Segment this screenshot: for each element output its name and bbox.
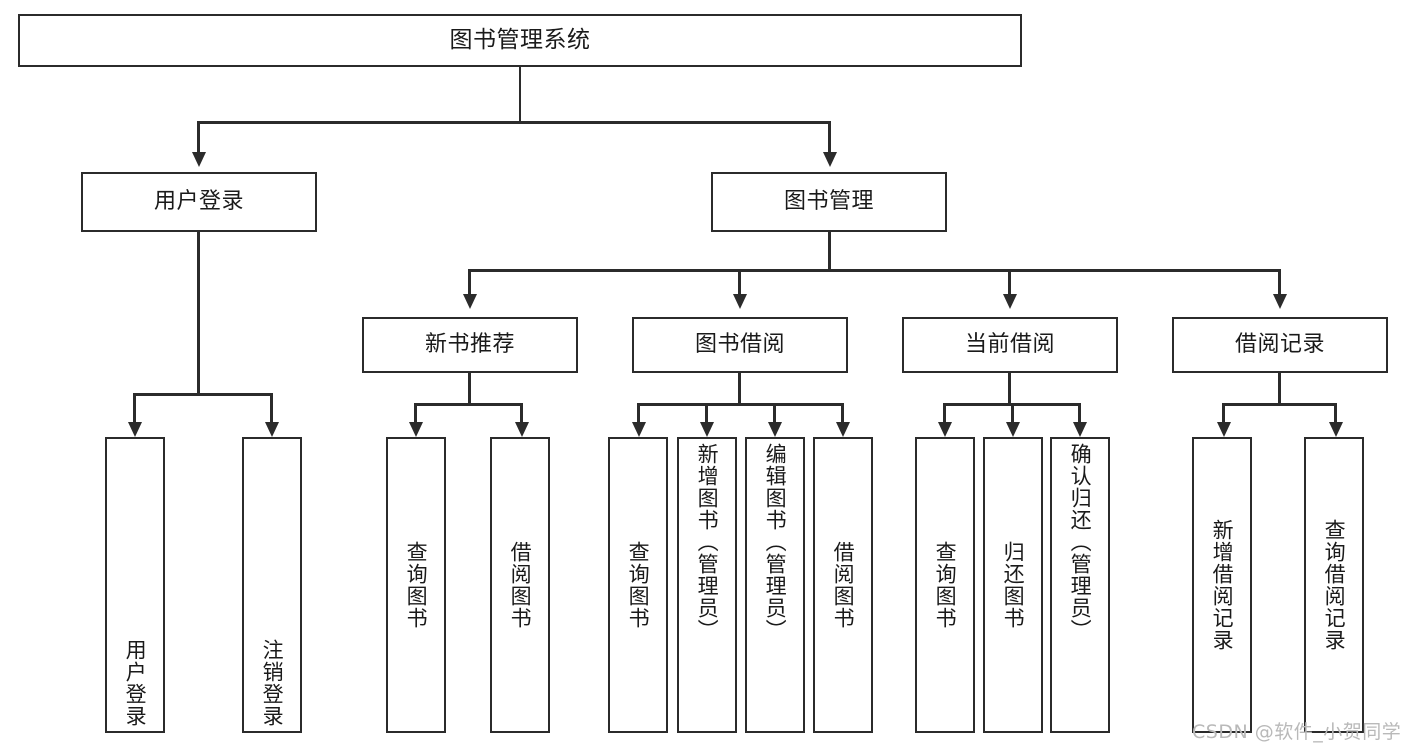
node-label: 用户登录 (123, 639, 148, 727)
connector-current-borrow-to-leaf-2 (1011, 403, 1014, 423)
node-label: 确认归还（管理员） (1068, 443, 1093, 641)
node-root-book-management-system[interactable]: 图书管理系统 (18, 14, 1022, 67)
connector-current-borrow-bus (943, 403, 1078, 406)
node-label: 用户登录 (153, 189, 244, 215)
arrow-current-borrow-to-leaf-2 (1005, 422, 1020, 437)
connector-book-borrow-stem (738, 373, 741, 405)
connector-current-borrow-to-leaf-1 (943, 403, 946, 423)
connector-bm-to-borrow-record (1278, 269, 1281, 295)
leaf-current-borrow-query-book[interactable]: 查询图书 (915, 437, 975, 733)
node-label: 查询借阅记录 (1322, 519, 1347, 651)
connector-new-book-to-leaf-1 (414, 403, 417, 423)
connector-user-login-to-leaf-2 (270, 393, 273, 423)
connector-new-book-stem (468, 373, 471, 405)
leaf-book-borrow-query-book[interactable]: 查询图书 (608, 437, 668, 733)
node-label: 注销登录 (260, 639, 285, 727)
connector-book-borrow-to-leaf-4 (841, 403, 844, 423)
arrow-bm-to-borrow-record (1272, 294, 1287, 309)
leaf-current-borrow-return-book[interactable]: 归还图书 (983, 437, 1043, 733)
connector-root-stem (518, 67, 521, 122)
connector-user-login-bus (133, 393, 272, 396)
leaf-book-borrow-add-book[interactable]: 新增图书（管理员） (677, 437, 737, 733)
arrow-root-to-book-management (822, 152, 837, 167)
leaf-borrow-record-add-record[interactable]: 新增借阅记录 (1192, 437, 1252, 733)
leaf-user-login-login[interactable]: 用户登录 (105, 437, 165, 733)
connector-book-borrow-to-leaf-1 (637, 403, 640, 423)
connector-bm-to-new-book (468, 269, 471, 295)
arrow-bm-to-book-borrow (732, 294, 747, 309)
arrow-root-to-user-login (191, 152, 206, 167)
node-label: 借阅图书 (508, 541, 533, 629)
arrow-borrow-record-to-leaf-2 (1328, 422, 1343, 437)
connector-new-book-to-leaf-2 (520, 403, 523, 423)
connector-borrow-record-to-leaf-2 (1334, 403, 1337, 423)
leaf-borrow-record-query-record[interactable]: 查询借阅记录 (1304, 437, 1364, 733)
connector-book-management-stem (828, 232, 831, 271)
arrow-current-borrow-to-leaf-3 (1072, 422, 1087, 437)
arrow-current-borrow-to-leaf-1 (937, 422, 952, 437)
arrow-new-book-to-leaf-2 (514, 422, 529, 437)
node-label: 编辑图书（管理员） (763, 443, 788, 641)
leaf-user-login-logout[interactable]: 注销登录 (242, 437, 302, 733)
node-label: 新增图书（管理员） (695, 443, 720, 641)
connector-current-borrow-stem (1008, 373, 1011, 405)
node-current-borrow[interactable]: 当前借阅 (902, 317, 1118, 373)
node-borrow-record[interactable]: 借阅记录 (1172, 317, 1388, 373)
arrow-book-borrow-to-leaf-3 (767, 422, 782, 437)
connector-bm-to-book-borrow (738, 269, 741, 295)
connector-borrow-record-to-leaf-1 (1222, 403, 1225, 423)
connector-current-borrow-to-leaf-3 (1078, 403, 1081, 423)
connector-user-login-stem (197, 232, 200, 395)
node-label: 图书借阅 (694, 332, 785, 358)
arrow-book-borrow-to-leaf-4 (835, 422, 850, 437)
connector-book-borrow-to-leaf-2 (705, 403, 708, 423)
connector-root-to-user-login (197, 121, 200, 153)
leaf-book-borrow-edit-book[interactable]: 编辑图书（管理员） (745, 437, 805, 733)
node-label: 图书管理系统 (449, 26, 591, 53)
leaf-book-borrow-borrow-book[interactable]: 借阅图书 (813, 437, 873, 733)
connector-borrow-record-stem (1278, 373, 1281, 405)
node-label: 归还图书 (1001, 541, 1026, 629)
leaf-new-book-query-book[interactable]: 查询图书 (386, 437, 446, 733)
connector-book-borrow-to-leaf-3 (773, 403, 776, 423)
node-label: 新书推荐 (424, 332, 515, 358)
node-label: 查询图书 (626, 541, 651, 629)
connector-borrow-record-bus (1222, 403, 1336, 406)
watermark-text: CSDN @软件_小贺同学 (1192, 721, 1402, 743)
connector-bm-to-current-borrow (1008, 269, 1011, 295)
connector-book-borrow-bus (637, 403, 843, 406)
node-user-login[interactable]: 用户登录 (81, 172, 317, 232)
node-label: 查询图书 (404, 541, 429, 629)
node-label: 借阅图书 (831, 541, 856, 629)
node-book-management[interactable]: 图书管理 (711, 172, 947, 232)
arrow-new-book-to-leaf-1 (408, 422, 423, 437)
connector-root-bus (197, 121, 830, 124)
arrow-bm-to-new-book (462, 294, 477, 309)
arrow-bm-to-current-borrow (1002, 294, 1017, 309)
node-book-borrow[interactable]: 图书借阅 (632, 317, 848, 373)
arrow-book-borrow-to-leaf-1 (631, 422, 646, 437)
node-label: 借阅记录 (1234, 332, 1325, 358)
connector-root-to-book-management (828, 121, 831, 153)
node-label: 新增借阅记录 (1210, 519, 1235, 651)
arrow-book-borrow-to-leaf-2 (699, 422, 714, 437)
connector-user-login-to-leaf-1 (133, 393, 136, 423)
node-label: 图书管理 (783, 189, 874, 215)
node-label: 当前借阅 (964, 332, 1055, 358)
leaf-new-book-borrow-book[interactable]: 借阅图书 (490, 437, 550, 733)
node-new-book-recommend[interactable]: 新书推荐 (362, 317, 578, 373)
connector-book-management-bus (468, 269, 1280, 272)
connector-new-book-bus (414, 403, 522, 406)
arrow-borrow-record-to-leaf-1 (1216, 422, 1231, 437)
leaf-current-borrow-confirm-return[interactable]: 确认归还（管理员） (1050, 437, 1110, 733)
node-label: 查询图书 (933, 541, 958, 629)
arrow-user-login-to-leaf-2 (264, 422, 279, 437)
arrow-user-login-to-leaf-1 (127, 422, 142, 437)
